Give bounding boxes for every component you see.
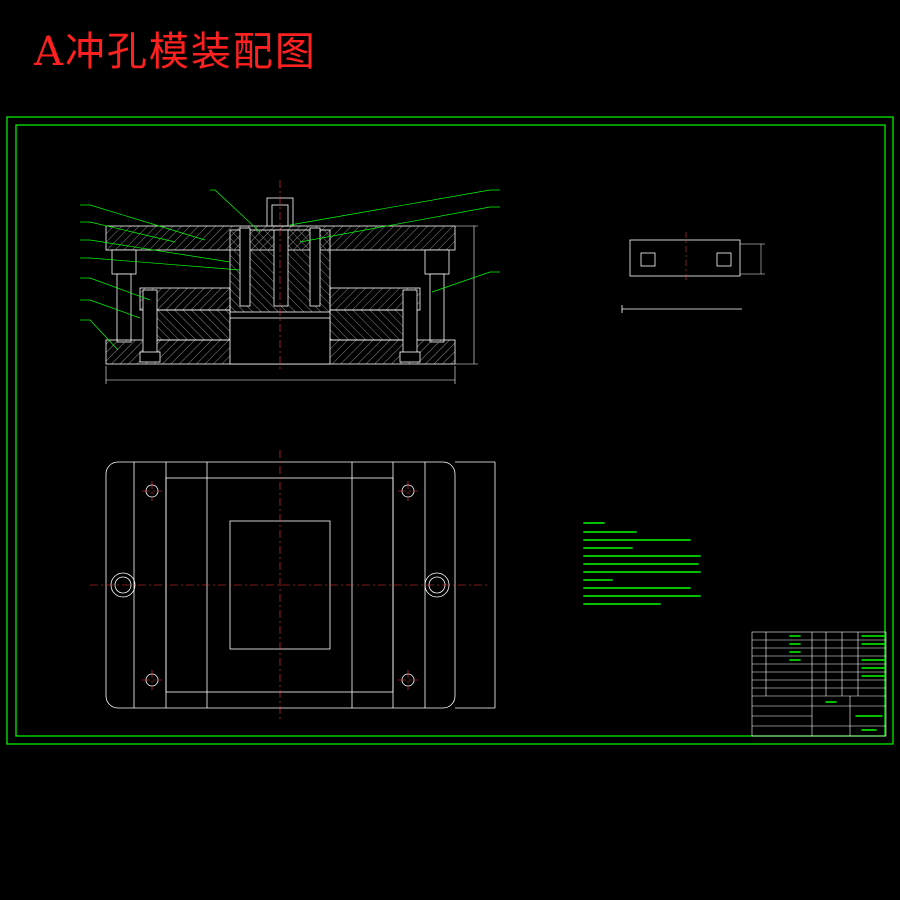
title-block-outline — [751, 631, 887, 737]
guide-bushing-right — [424, 249, 450, 275]
workpiece-view — [621, 239, 765, 313]
screw-right — [309, 227, 321, 307]
bolt-head-right — [399, 351, 421, 363]
outer-frame — [6, 116, 894, 745]
die-left — [149, 309, 231, 341]
top-view-centerlines — [90, 450, 490, 720]
workpiece-hole-right — [716, 252, 732, 267]
drawing-frame — [6, 116, 894, 745]
title-block-text — [789, 635, 885, 731]
bolt-right — [402, 289, 418, 357]
workpiece-hole-left — [640, 252, 656, 267]
guide-post-left — [116, 273, 132, 343]
screw-left — [239, 227, 251, 307]
leader-lines — [80, 189, 500, 351]
workpiece-outline — [629, 239, 741, 277]
page-title: A冲孔模装配图 — [34, 29, 317, 75]
inner-frame — [15, 124, 886, 737]
guide-post-right — [429, 273, 445, 343]
technical-notes — [583, 522, 701, 605]
punch — [273, 229, 289, 307]
guide-bushing-left — [111, 249, 137, 275]
die-right — [329, 309, 411, 341]
bolt-head-left — [139, 351, 161, 363]
title-block — [751, 631, 887, 737]
front-section-view — [105, 197, 478, 384]
shank-bore — [271, 204, 289, 227]
